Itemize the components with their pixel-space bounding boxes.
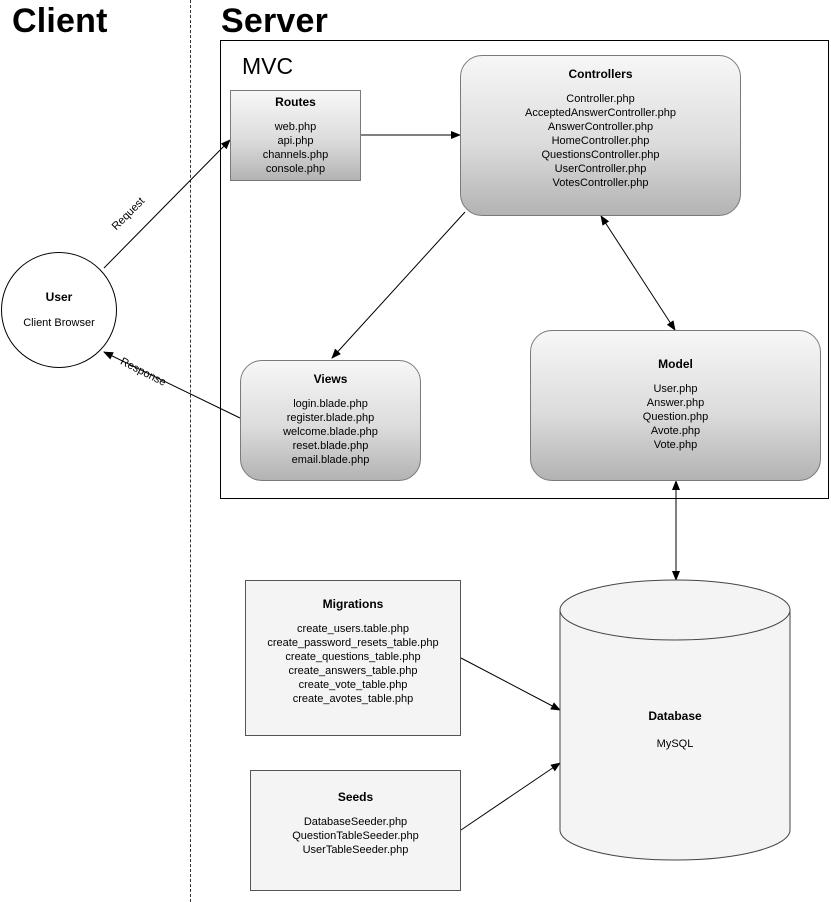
- database-cylinder: [559, 579, 791, 861]
- model-item: Avote.php: [650, 425, 701, 437]
- migrations-node: Migrations create_users.table.php create…: [245, 580, 461, 736]
- model-title: Model: [658, 357, 693, 371]
- routes-title: Routes: [275, 95, 316, 109]
- routes-item: channels.php: [262, 149, 329, 161]
- edge-controllers-to-views: [331, 211, 466, 359]
- controllers-item: AcceptedAnswerController.php: [524, 107, 677, 119]
- migrations-item: create_questions_table.php: [285, 651, 421, 663]
- migrations-item: create_password_resets_table.php: [267, 637, 439, 649]
- routes-item: api.php: [277, 135, 314, 147]
- model-item: Question.php: [642, 411, 709, 423]
- controllers-title: Controllers: [568, 67, 633, 81]
- client-server-divider: [190, 0, 191, 902]
- controllers-node: Controllers Controller.php AcceptedAnswe…: [460, 55, 741, 216]
- controllers-item: HomeController.php: [551, 135, 650, 147]
- edge-user-to-routes: [103, 139, 231, 269]
- controllers-item: AnswerController.php: [547, 121, 654, 133]
- routes-item: console.php: [265, 163, 326, 175]
- controllers-list: Controller.php AcceptedAnswerController.…: [461, 92, 740, 190]
- mvc-label: MVC: [242, 53, 294, 79]
- migrations-list: create_users.table.php create_password_r…: [246, 622, 460, 706]
- edge-views-to-user: [103, 351, 241, 419]
- edge-controllers-model: [600, 215, 676, 331]
- controllers-item: UserController.php: [554, 163, 647, 175]
- database-subtitle: MySQL: [656, 738, 694, 750]
- seeds-item: QuestionTableSeeder.php: [292, 830, 419, 842]
- views-item: email.blade.php: [291, 454, 370, 466]
- database-title: Database: [648, 709, 702, 723]
- user-subtitle: Client Browser: [23, 317, 95, 329]
- migrations-item: create_answers_table.php: [288, 665, 418, 677]
- views-list: login.blade.php register.blade.php welco…: [241, 397, 420, 467]
- seeds-list: DatabaseSeeder.php QuestionTableSeeder.p…: [251, 815, 460, 857]
- views-node: Views login.blade.php register.blade.php…: [240, 360, 421, 481]
- views-title: Views: [313, 372, 348, 386]
- model-item: Vote.php: [653, 439, 698, 451]
- views-item: reset.blade.php: [292, 440, 369, 452]
- migrations-item: create_users.table.php: [297, 623, 409, 635]
- migrations-item: create_avotes_table.php: [292, 693, 414, 705]
- routes-node: Routes web.php api.php channels.php cons…: [230, 90, 361, 181]
- routes-item: web.php: [274, 121, 317, 133]
- seeds-title: Seeds: [337, 790, 374, 804]
- model-item: Answer.php: [646, 397, 705, 409]
- controllers-item: VotesController.php: [552, 177, 649, 189]
- views-item: register.blade.php: [286, 412, 375, 424]
- user-node: User Client Browser: [1, 252, 117, 368]
- seeds-item: UserTableSeeder.php: [302, 844, 409, 856]
- model-item: User.php: [653, 383, 698, 395]
- seeds-node: Seeds DatabaseSeeder.php QuestionTableSe…: [250, 770, 461, 891]
- controllers-item: QuestionsController.php: [541, 149, 660, 161]
- model-list: User.php Answer.php Question.php Avote.p…: [531, 382, 820, 452]
- server-section-title: Server: [221, 2, 329, 40]
- client-section-title: Client: [12, 2, 108, 40]
- migrations-item: create_vote_table.php: [298, 679, 408, 691]
- seeds-item: DatabaseSeeder.php: [303, 816, 408, 828]
- views-item: welcome.blade.php: [283, 426, 378, 438]
- mvc-frame: [220, 40, 829, 499]
- views-item: login.blade.php: [293, 398, 368, 410]
- user-title: User: [45, 290, 73, 304]
- edge-seeds-to-database: [460, 762, 561, 831]
- model-node: Model User.php Answer.php Question.php A…: [530, 330, 821, 481]
- migrations-title: Migrations: [322, 597, 384, 611]
- edge-migrations-to-database: [460, 657, 561, 711]
- routes-list: web.php api.php channels.php console.php: [231, 120, 360, 176]
- controllers-item: Controller.php: [566, 93, 635, 105]
